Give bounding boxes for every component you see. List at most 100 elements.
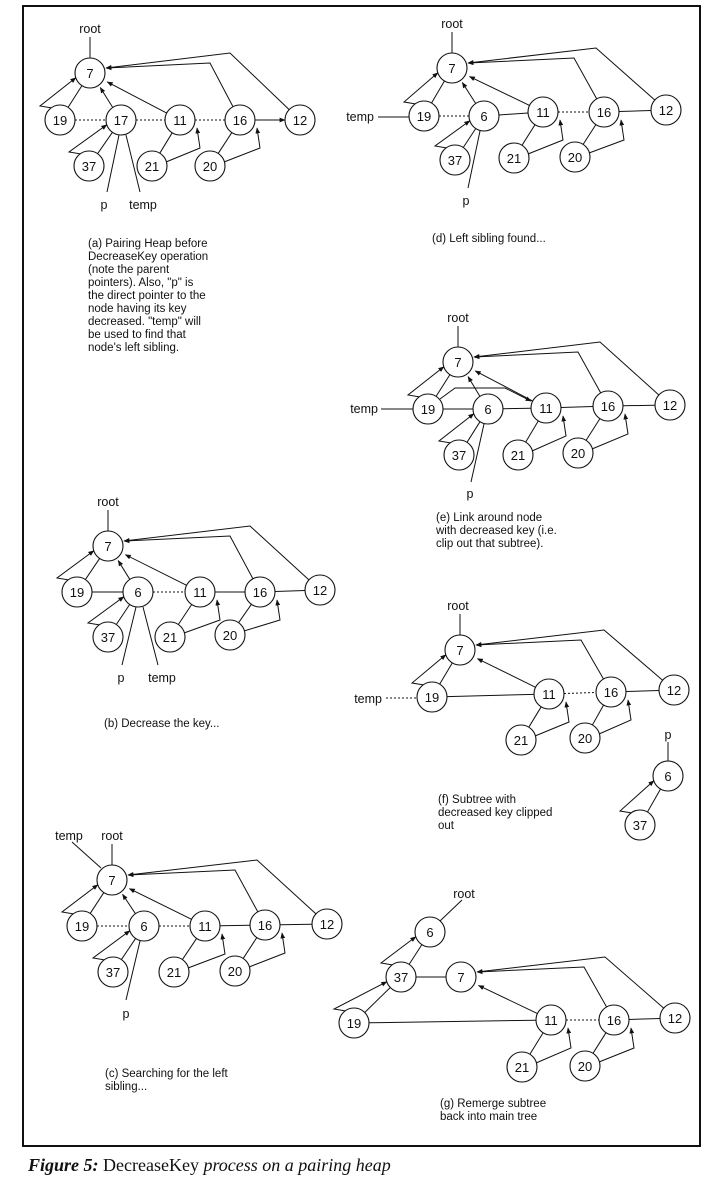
- temp-pointer-label: temp: [148, 671, 176, 685]
- node-key: 11: [544, 1013, 558, 1028]
- node-circle: [92, 530, 124, 562]
- node-circle: [214, 619, 246, 651]
- node-key: 21: [515, 1060, 529, 1075]
- figure-description: process on a pairing heap: [198, 1155, 391, 1175]
- node-circle: [158, 956, 190, 988]
- node-key: 6: [484, 402, 491, 417]
- parent-pointer: [60, 884, 99, 915]
- node-key: 11: [173, 113, 187, 128]
- p-pointer: [467, 130, 481, 189]
- node-key: 20: [578, 731, 592, 746]
- node-circle: [408, 100, 440, 132]
- node-circle: [624, 809, 656, 841]
- node-circle: [527, 96, 559, 128]
- node-circle: [436, 52, 468, 84]
- parent-pointer: [67, 124, 108, 155]
- node-circle: [592, 390, 624, 422]
- parent-pointer: [117, 560, 131, 580]
- node-key: 11: [539, 401, 553, 416]
- heap-node-20: 20: [219, 955, 251, 987]
- parent-pointer: [99, 87, 114, 108]
- node-key: 7: [104, 539, 111, 554]
- sibling-link: [625, 689, 660, 693]
- parent-pointer: [477, 985, 538, 1014]
- node-key: 19: [425, 690, 439, 705]
- node-key: 20: [223, 628, 237, 643]
- node-key: 12: [313, 583, 327, 598]
- sibling-link: [498, 112, 529, 116]
- parent-pointer: [332, 981, 388, 1012]
- node-circle: [416, 681, 448, 713]
- node-key: 7: [457, 970, 464, 985]
- child-link: [592, 1032, 607, 1054]
- parent-pointer: [248, 932, 286, 968]
- node-key: 6: [140, 919, 147, 934]
- heap-node-19: 19: [412, 393, 444, 425]
- heap-node-37: 37: [97, 956, 129, 988]
- parent-pointer: [402, 72, 439, 105]
- parent-pointer: [475, 629, 663, 681]
- heap-node-6: 6: [468, 100, 500, 132]
- parent-pointer: [128, 888, 192, 920]
- root-pointer: [439, 899, 463, 922]
- node-circle: [658, 674, 690, 706]
- caption-panel-c: (c) Searching for the left sibling...: [105, 1068, 228, 1093]
- heap-node-21: 21: [505, 724, 537, 756]
- node-circle: [569, 1050, 601, 1082]
- heap-node-16: 16: [595, 676, 627, 708]
- p-pointer: [470, 423, 485, 483]
- sibling-link: [274, 589, 306, 593]
- node-key: 7: [108, 873, 115, 888]
- heap-node-7: 7: [445, 961, 477, 993]
- figure-caption: Figure 5: DecreaseKey process on a pairi…: [28, 1155, 391, 1176]
- p-pointer-label: p: [123, 1007, 130, 1021]
- node-circle: [136, 150, 168, 182]
- parent-pointer: [38, 77, 77, 109]
- heap-node-16: 16: [592, 390, 624, 422]
- parent-pointer: [105, 62, 234, 107]
- heap-node-6: 6: [122, 576, 154, 608]
- heap-node-20: 20: [569, 1050, 601, 1082]
- root-pointer-label: root: [97, 495, 119, 509]
- node-key: 37: [452, 448, 466, 463]
- parent-pointer: [223, 127, 261, 163]
- sibling-link: [618, 109, 652, 113]
- node-circle: [128, 910, 160, 942]
- heap-node-16: 16: [244, 576, 276, 608]
- heap-node-21: 21: [154, 621, 186, 653]
- node-key: 16: [601, 399, 615, 414]
- sibling-link: [446, 693, 535, 698]
- p-pointer-label: p: [118, 671, 125, 685]
- heap-node-19: 19: [408, 100, 440, 132]
- node-key: 6: [134, 585, 141, 600]
- parent-pointer: [531, 415, 567, 452]
- heap-node-6: 6: [472, 393, 504, 425]
- heap-node-37: 37: [92, 621, 124, 653]
- sibling-link: [368, 1019, 537, 1024]
- node-key: 12: [293, 113, 307, 128]
- node-key: 6: [664, 769, 671, 784]
- root-pointer-label: root: [453, 887, 475, 901]
- child-link: [466, 421, 481, 443]
- child-link: [120, 938, 137, 960]
- p-pointer: [125, 940, 141, 1001]
- root-pointer-label: root: [447, 311, 469, 325]
- parent-pointer: [467, 57, 598, 100]
- temp-pointer-label: temp: [346, 110, 374, 124]
- node-key: 20: [568, 150, 582, 165]
- child-link: [582, 124, 597, 145]
- root-pointer-label: root: [79, 22, 101, 36]
- heap-node-21: 21: [506, 1051, 538, 1083]
- temp-pointer: [125, 134, 141, 193]
- parent-pointer: [588, 119, 625, 154]
- parent-pointer: [461, 81, 477, 104]
- heap-node-16: 16: [598, 1004, 630, 1036]
- child-link: [521, 124, 536, 146]
- node-circle: [164, 104, 196, 136]
- heap-node-12: 12: [311, 908, 343, 940]
- node-key: 37: [101, 630, 115, 645]
- parent-pointer: [243, 599, 281, 632]
- p-pointer: [121, 606, 137, 666]
- heap-node-7: 7: [92, 530, 124, 562]
